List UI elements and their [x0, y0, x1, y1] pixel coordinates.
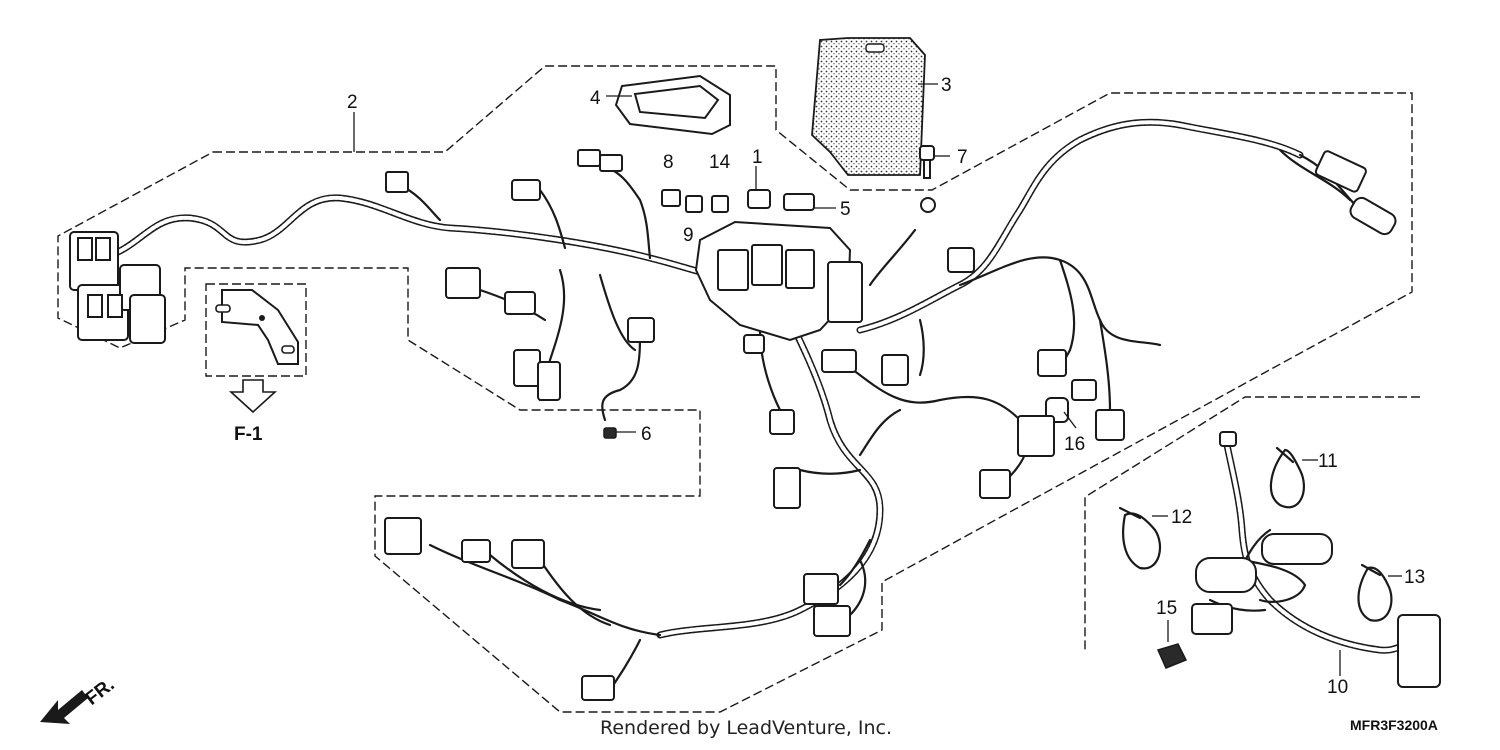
- bracket-f1: [215, 289, 299, 365]
- insulator-pad-part3: [811, 37, 926, 176]
- callout-13: 13: [1404, 567, 1425, 588]
- callout-9: 9: [683, 225, 694, 246]
- relay-part5: [783, 193, 815, 211]
- cable-tie-part11: [1269, 446, 1305, 509]
- relay-part9: [685, 195, 703, 213]
- direction-label: FR.: [82, 674, 119, 709]
- callout-15: 15: [1156, 598, 1177, 619]
- view-arrow-icon: [228, 379, 278, 414]
- clip-part6: [603, 427, 617, 439]
- front-direction-arrow-icon: [40, 690, 88, 724]
- callout-16: 16: [1064, 434, 1085, 455]
- credit-text: Rendered by LeadVenture, Inc.: [600, 717, 892, 739]
- callout-12: 12: [1171, 507, 1192, 528]
- assembly-frame-subharness: [1084, 396, 1420, 652]
- callout-8: 8: [663, 152, 674, 173]
- assembly-frame-main: [57, 65, 1413, 713]
- relay-part14: [711, 195, 729, 213]
- cable-tie-part13: [1357, 563, 1393, 622]
- bracket-detail-frame: [205, 283, 307, 377]
- center-fuse-junction-block: [694, 220, 863, 373]
- detail-label-f1: F-1: [234, 424, 263, 445]
- left-connector-cluster: [69, 231, 166, 344]
- callout-1: 1: [752, 147, 763, 168]
- cable-tie-part12: [1118, 506, 1162, 570]
- callout-11: 11: [1318, 451, 1338, 472]
- leader-lines: [353, 83, 1402, 676]
- callout-4: 4: [590, 88, 601, 109]
- ground-terminal: [920, 197, 936, 213]
- callout-7: 7: [957, 147, 968, 168]
- drawing-code: MFR3F3200A: [1350, 717, 1438, 733]
- relay-part8: [661, 189, 681, 207]
- callout-6: 6: [641, 424, 652, 445]
- callout-3: 3: [941, 75, 952, 96]
- callout-2: 2: [347, 92, 358, 113]
- connector-small: [384, 149, 1397, 701]
- relay-part1: [747, 189, 771, 209]
- clip-part15: [1156, 643, 1188, 669]
- callout-5: 5: [840, 199, 851, 220]
- relay-module-part4: [614, 74, 731, 136]
- bolt-part7: [919, 145, 935, 179]
- callout-14: 14: [709, 152, 731, 173]
- callout-10: 10: [1327, 677, 1348, 698]
- sub-harness-part10: [1191, 431, 1441, 688]
